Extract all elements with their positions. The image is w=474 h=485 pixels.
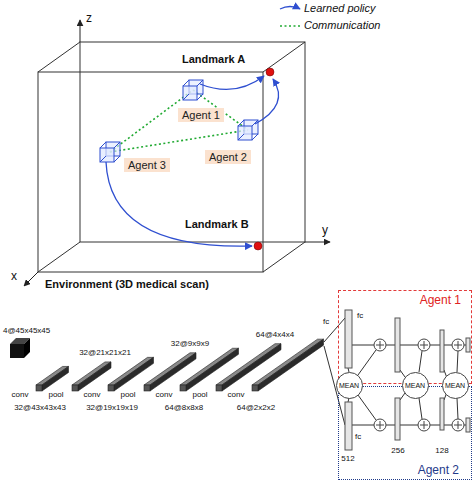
layer-size: 64@8x8x8 xyxy=(165,403,203,412)
node-text: Agent 2 xyxy=(418,463,459,477)
axis-label: y xyxy=(322,224,328,238)
unit-count: 512 xyxy=(341,454,354,463)
agent-tag: Agent 1 xyxy=(178,108,224,122)
node-text: MEAN xyxy=(339,382,359,389)
mean-node: MEAN xyxy=(336,372,363,399)
axis-label: z xyxy=(86,12,92,26)
axes xyxy=(24,20,330,286)
node-text: MEAN xyxy=(445,382,465,389)
node-text: Agent 1 xyxy=(420,293,461,307)
agent-branch: Agent 1 xyxy=(338,290,472,384)
layer-size: 32@9x9x9 xyxy=(171,339,209,348)
policy-arrows xyxy=(106,76,279,246)
operation-label: conv xyxy=(12,390,29,399)
fc-label: fc xyxy=(355,432,361,441)
operation-label: conv xyxy=(228,390,245,399)
environment-cube xyxy=(38,42,305,272)
layer-size: 32@21x21x21 xyxy=(79,348,131,357)
operation-label: conv xyxy=(156,390,173,399)
operation-label: pool xyxy=(120,390,135,399)
operation-label: pool xyxy=(192,390,207,399)
agent-tag: Agent 3 xyxy=(124,158,170,172)
agent-tag: Agent 2 xyxy=(205,150,251,164)
node-text: Agent 2 xyxy=(209,151,247,163)
layer-size: 32@19x19x19 xyxy=(86,403,138,412)
input-volume xyxy=(10,338,30,358)
legend-text: Communication xyxy=(304,19,380,32)
fc-bars xyxy=(345,310,470,450)
operation-label: conv xyxy=(84,390,101,399)
fc-label: fc xyxy=(323,317,329,326)
legend-samples xyxy=(280,7,300,27)
landmark-label: Landmark B xyxy=(185,218,249,231)
unit-count: 256 xyxy=(391,446,404,455)
operation-label: pool xyxy=(48,390,63,399)
unit-count: 128 xyxy=(435,446,448,455)
node-text: MEAN xyxy=(405,382,425,389)
mean-node: MEAN xyxy=(442,372,469,399)
cnn-layers xyxy=(36,339,324,391)
fc-label: fc xyxy=(357,311,363,320)
landmark-dots xyxy=(254,68,274,250)
layer-size: 32@43x43x43 xyxy=(14,403,66,412)
layer-size: 64@2x2x2 xyxy=(237,403,275,412)
mean-node: MEAN xyxy=(402,372,429,399)
landmark-label: Landmark A xyxy=(182,53,245,66)
node-text: Agent 3 xyxy=(128,159,166,171)
legend-text: Learned policy xyxy=(304,2,376,15)
communication-lines xyxy=(110,90,248,152)
axis-label: x xyxy=(11,270,17,284)
environment-caption: Environment (3D medical scan) xyxy=(45,278,209,291)
node-text: Agent 1 xyxy=(182,109,220,121)
layer-size: 64@4x4x4 xyxy=(256,330,294,339)
layer-size: 4@45x45x45 xyxy=(3,326,50,335)
